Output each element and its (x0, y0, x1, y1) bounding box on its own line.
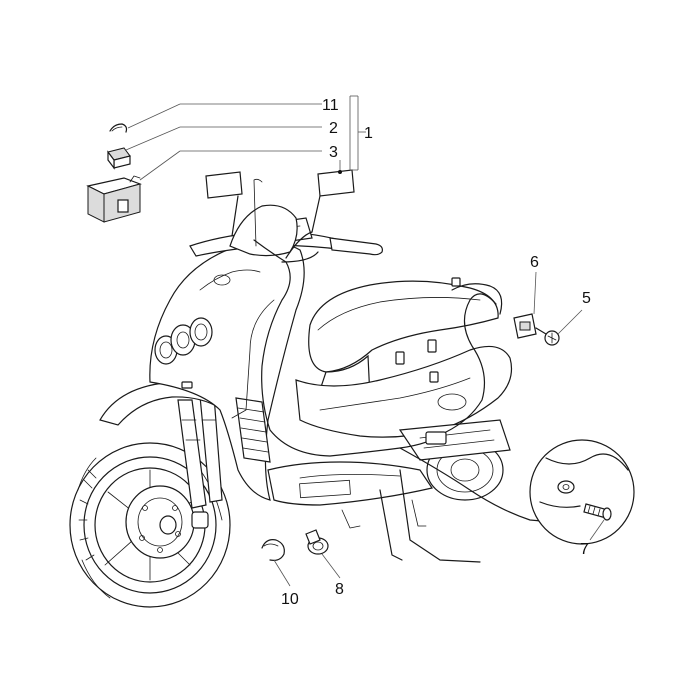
callout-7: 7 (580, 541, 589, 558)
part-6-clip-nut (513, 313, 537, 339)
part-11-ring (109, 123, 128, 133)
callout-3: 3 (329, 144, 338, 161)
rear-wheel (398, 419, 511, 501)
part-5-screw (535, 327, 560, 346)
part-7-bolt (583, 503, 612, 521)
part-3-fuse-box (86, 175, 142, 223)
rear-body (295, 345, 513, 438)
front-wheel (69, 442, 231, 608)
right-mirror (317, 169, 355, 197)
dashboard (229, 204, 298, 257)
callout-5: 5 (582, 290, 591, 307)
leader-lines (125, 95, 605, 587)
part-10-band (261, 539, 285, 561)
callout-10: 10 (281, 591, 299, 608)
front-fork (177, 395, 223, 509)
grab-rail (451, 283, 503, 315)
wiring-harness (181, 178, 601, 527)
callout-1: 1 (364, 125, 373, 142)
callout-2: 2 (329, 120, 338, 137)
headlights (154, 317, 213, 365)
center-stand (379, 469, 481, 563)
side-grille (235, 397, 271, 463)
left-mirror (205, 171, 243, 199)
detail-inset (529, 439, 635, 545)
callout-11: 11 (322, 97, 339, 114)
scooter-illustration (69, 169, 601, 608)
callout-6: 6 (530, 254, 539, 271)
part-8-clamp (305, 529, 329, 555)
part-2-fuse (107, 147, 131, 170)
callout-8: 8 (335, 581, 344, 598)
callouts: 11 2 1 3 6 5 7 8 10 (281, 97, 591, 608)
